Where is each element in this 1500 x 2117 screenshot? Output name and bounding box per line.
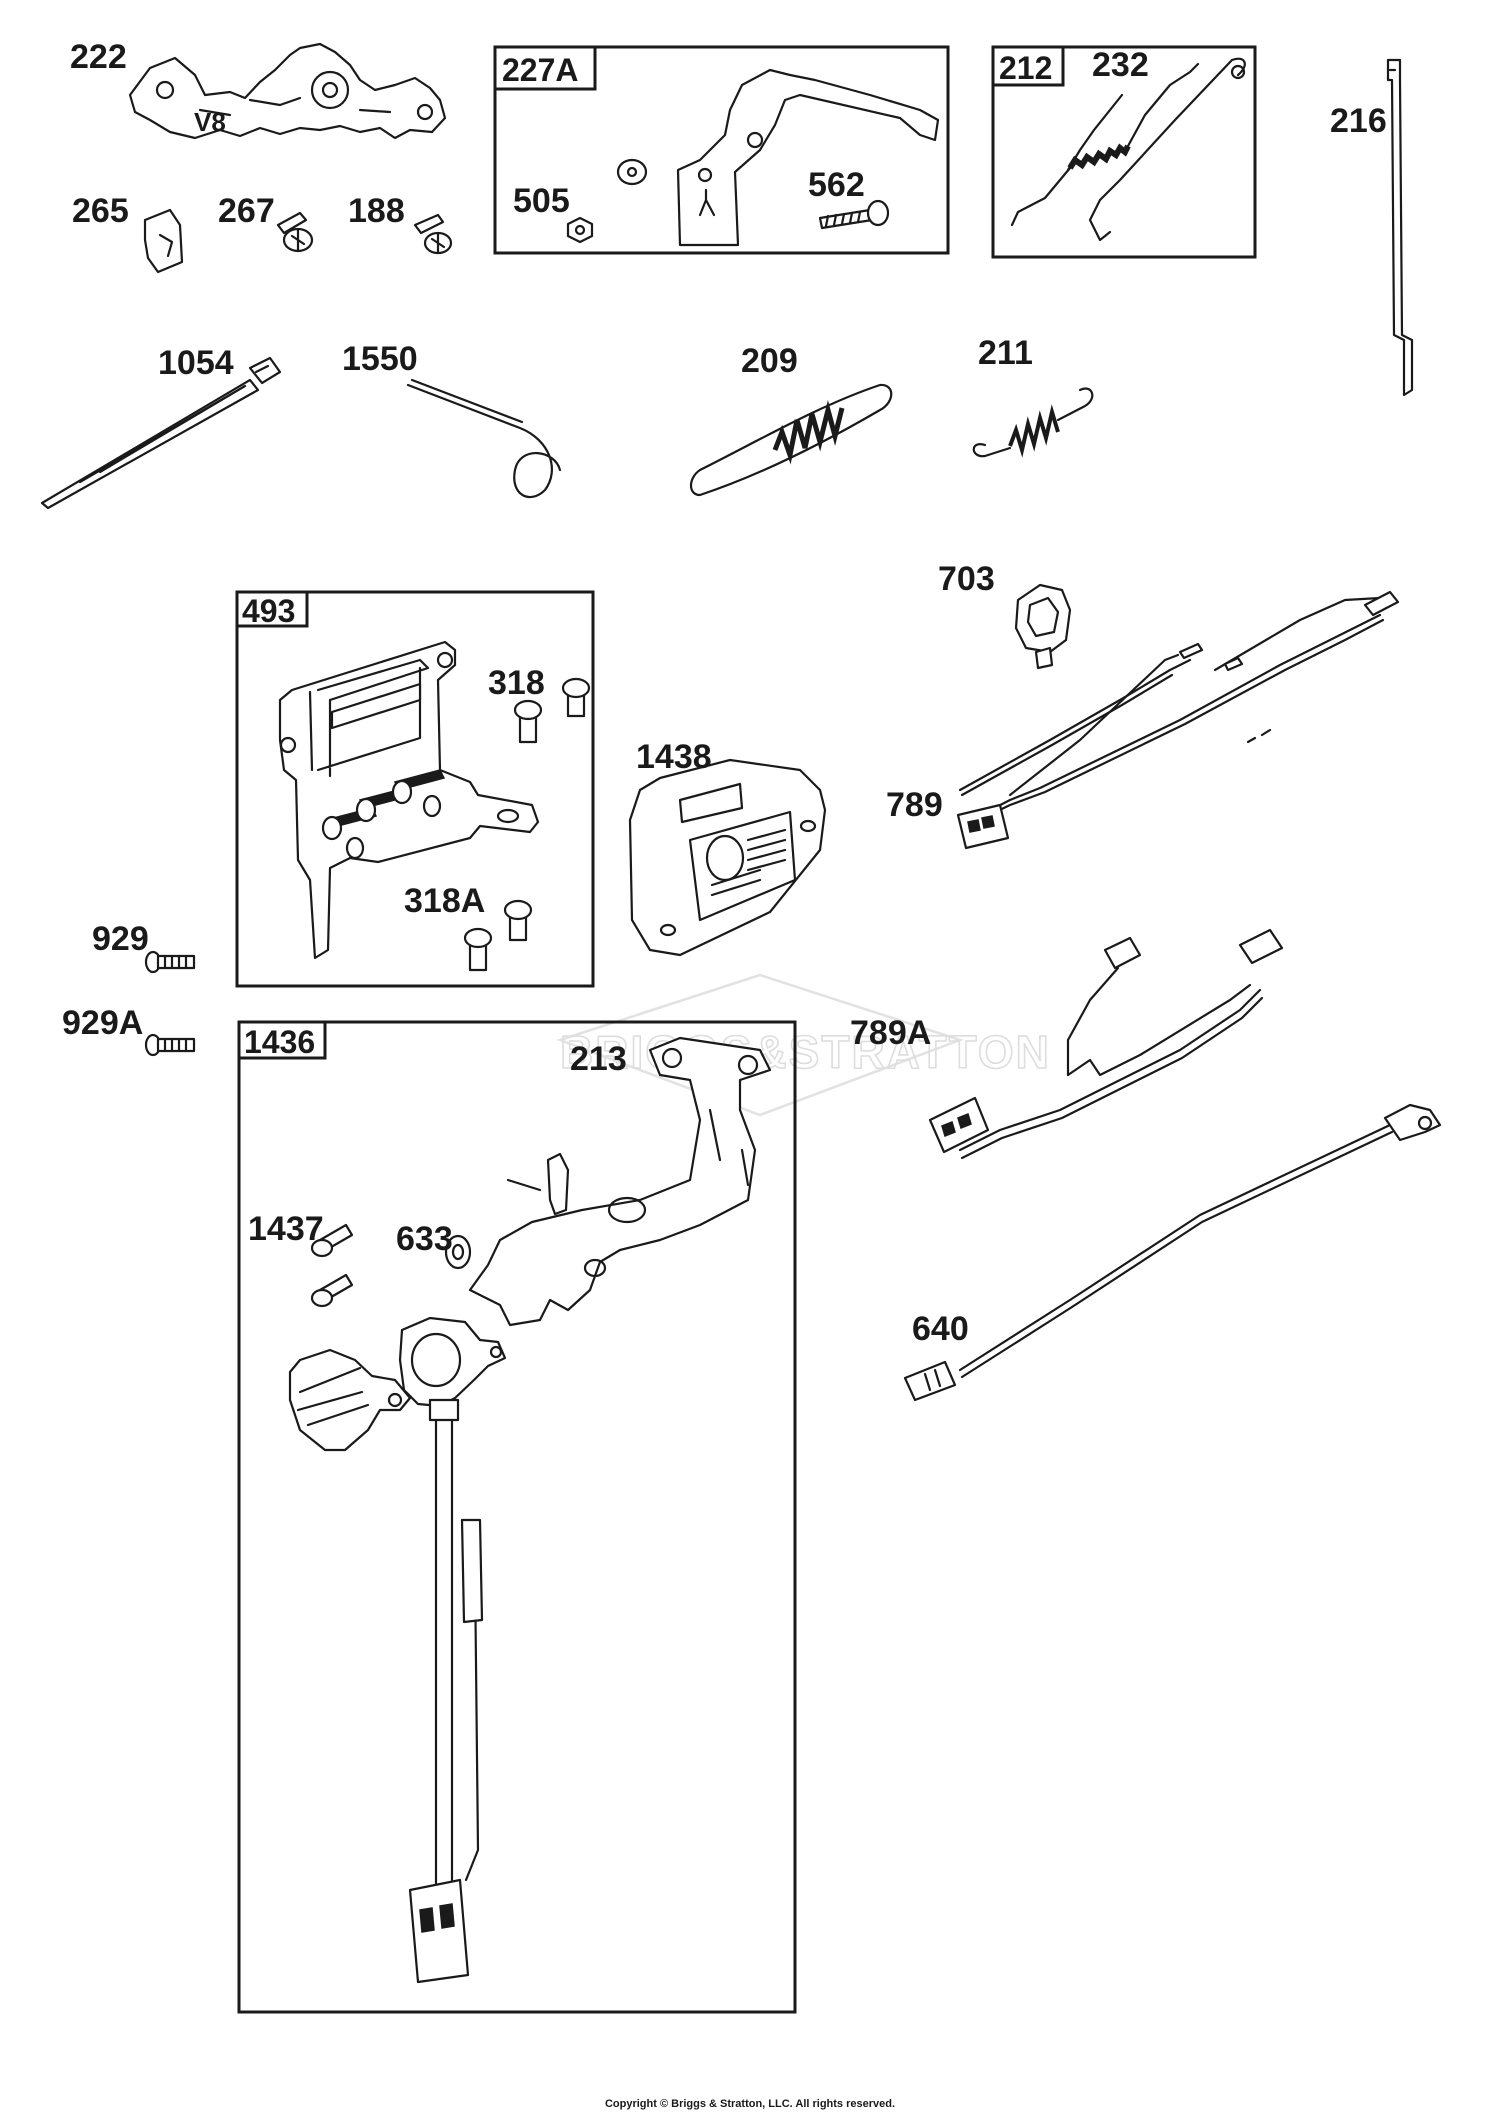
kit-493-frame: 493 [235,590,595,988]
part-493-bolt-row [321,769,446,860]
label-929: 929 [92,920,149,958]
label-232: 232 [1092,46,1149,84]
label-265: 265 [72,192,129,230]
part-1054-cable-tie [40,356,282,510]
part-211-spring [972,387,1094,458]
part-188-screw [413,213,453,255]
part-212-link-rod [1088,57,1246,242]
label-1437: 1437 [248,1210,324,1248]
label-216: 216 [1330,102,1387,140]
label-640: 640 [912,1310,969,1348]
part-505-nut-washer [566,158,648,244]
label-1550: 1550 [342,340,418,378]
v8-mark: V8 [194,107,226,137]
part-318-bolts [513,677,591,744]
part-562-screw [818,199,890,230]
part-227A-throttle-bracket [676,68,940,247]
label-789A: 789A [850,1014,931,1052]
label-789: 789 [886,786,943,824]
part-929-screw [144,950,196,974]
label-211: 211 [978,334,1033,372]
watermark-text: BRIGGS&STRATTON [560,1026,1051,1078]
label-213: 213 [570,1040,627,1078]
part-213-lever-clip [506,1152,570,1216]
label-505: 505 [513,182,570,220]
part-232-spring [1010,62,1200,227]
label-318A: 318A [404,882,485,920]
part-265-clip [143,208,184,274]
part-318A-bolts [463,899,533,972]
label-318: 318 [488,664,545,702]
part-633-washer [444,1234,472,1270]
label-1054: 1054 [158,344,234,382]
part-1436-solenoid [288,1316,507,1984]
part-789-harness [956,590,1400,850]
label-222: 222 [70,38,127,76]
label-633: 633 [396,1220,453,1258]
part-703-grommet [1014,583,1072,670]
label-209: 209 [741,342,798,380]
part-222-control-bracket: V8 [128,42,447,140]
watermark-logo: BRIGGS&STRATTON [556,973,1051,1117]
label-1438: 1438 [636,738,712,776]
part-640-ground-wire [903,1103,1442,1402]
kit-227A-frame: 227A [493,45,950,255]
label-703: 703 [938,560,995,598]
part-1438-module [628,758,827,957]
kit-1436-label: 1436 [244,1024,315,1060]
copyright-notice: Copyright © Briggs & Stratton, LLC. All … [604,2098,896,2110]
kit-493-label: 493 [242,593,295,629]
label-562: 562 [808,166,865,204]
part-1437-screws [310,1223,354,1308]
part-493-bracket [278,640,540,960]
kit-212-label: 212 [999,50,1052,86]
part-1550-wire-spring [406,378,562,499]
label-929A: 929A [62,1004,143,1042]
part-216-rod [1386,58,1414,397]
kit-212-frame: 212 [991,45,1257,259]
part-labels: 222 265 267 188 505 562 232 216 1054 155… [62,38,1387,1348]
label-188: 188 [348,192,405,230]
part-267-screw [276,211,314,253]
kit-227A-label: 227A [502,52,579,88]
kit-1436-frame: 1436 [237,1020,797,2014]
part-213-bracket [468,1036,772,1327]
part-789A-harness [928,928,1284,1160]
label-267: 267 [218,192,275,230]
part-929A-screw [144,1033,196,1057]
part-209-spring [689,383,893,497]
